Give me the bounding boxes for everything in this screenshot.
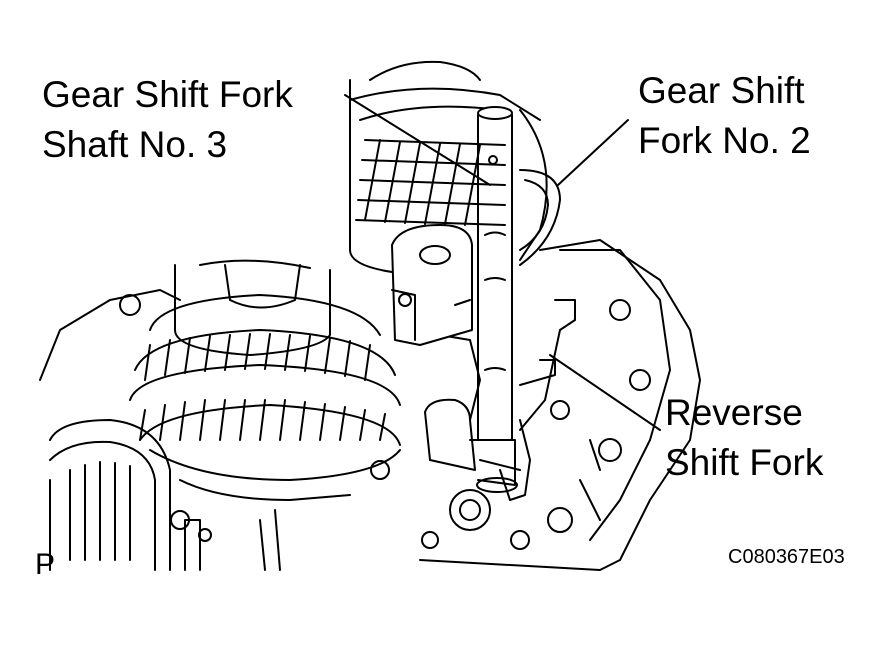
label-gear-shift-fork-no2: Gear Shift Fork No. 2 bbox=[638, 66, 811, 166]
leader-shaft-no3 bbox=[344, 94, 491, 186]
shift-block bbox=[391, 224, 473, 346]
label-line-2: Shift Fork bbox=[665, 442, 824, 483]
lower-shift-fork bbox=[424, 398, 518, 493]
label-line-1: Gear Shift bbox=[638, 70, 805, 111]
reverse-shift-fork bbox=[479, 299, 576, 501]
upper-gear bbox=[349, 60, 548, 276]
view-marker: P bbox=[35, 548, 56, 581]
label-reverse-shift-fork: Reverse Shift Fork bbox=[665, 388, 823, 488]
leader-lines bbox=[344, 94, 661, 431]
left-gear-cluster bbox=[129, 259, 401, 501]
label-line-2: Fork No. 2 bbox=[638, 120, 811, 161]
label-gear-shift-fork-shaft-no3: Gear Shift Fork Shaft No. 3 bbox=[42, 70, 293, 170]
gear-shift-fork-shaft-no3 bbox=[477, 106, 513, 441]
label-line-1: Gear Shift Fork bbox=[42, 74, 293, 115]
figure-code: C080367E03 bbox=[728, 546, 845, 568]
gear-shift-fork-no2 bbox=[519, 169, 561, 266]
bearing-lower-left bbox=[49, 419, 281, 571]
transmission-case bbox=[39, 239, 701, 571]
label-line-2: Shaft No. 3 bbox=[42, 124, 228, 165]
leader-reverse-fork bbox=[549, 354, 661, 431]
leader-fork-no2 bbox=[557, 119, 629, 186]
label-line-1: Reverse bbox=[665, 392, 803, 433]
